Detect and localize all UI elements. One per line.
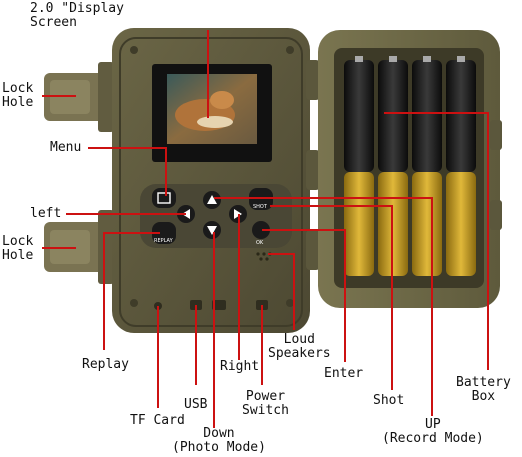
label-display-screen: 2.0 "Display Screen [30, 1, 124, 30]
callout-enter [262, 229, 346, 362]
battery-1 [344, 56, 374, 276]
callout-menu [88, 147, 167, 196]
callout-loud-speakers [268, 253, 295, 330]
label-replay: Replay [82, 357, 129, 372]
battery-3 [412, 56, 442, 276]
callout-lines [42, 30, 489, 428]
replay-button [152, 222, 176, 244]
label-lock-hole-bottom: Lock Hole [2, 234, 34, 263]
label-enter: Enter [324, 366, 364, 381]
button-panel: REPLAY SHOT OK [140, 184, 292, 248]
callout-shot [270, 205, 393, 390]
label-left: left [30, 206, 62, 221]
label-loud-speakers: Loud Speakers [268, 332, 331, 361]
label-tf-card: TF Card [130, 413, 185, 428]
battery-4 [446, 56, 476, 276]
label-lock-hole-top: Lock Hole [2, 81, 34, 110]
label-up: UP (Record Mode) [382, 417, 484, 446]
shot-button-label: SHOT [253, 204, 268, 210]
hinge [306, 60, 320, 270]
label-shot: Shot [373, 393, 405, 408]
label-right: Right [220, 359, 260, 374]
menu-button [152, 188, 176, 208]
label-power-switch: Power Switch [242, 389, 289, 418]
label-menu: Menu [50, 140, 82, 155]
callout-replay [103, 232, 160, 350]
replay-button-label: REPLAY [154, 238, 174, 244]
callout-up [214, 197, 433, 416]
ok-button-label: OK [256, 240, 264, 246]
callout-battery-box [384, 112, 489, 370]
display-screen [152, 64, 272, 162]
label-down: Down (Photo Mode) [172, 426, 266, 455]
label-battery-box: Battery Box [456, 375, 511, 404]
ok-button [252, 221, 270, 239]
label-usb: USB [184, 397, 208, 412]
